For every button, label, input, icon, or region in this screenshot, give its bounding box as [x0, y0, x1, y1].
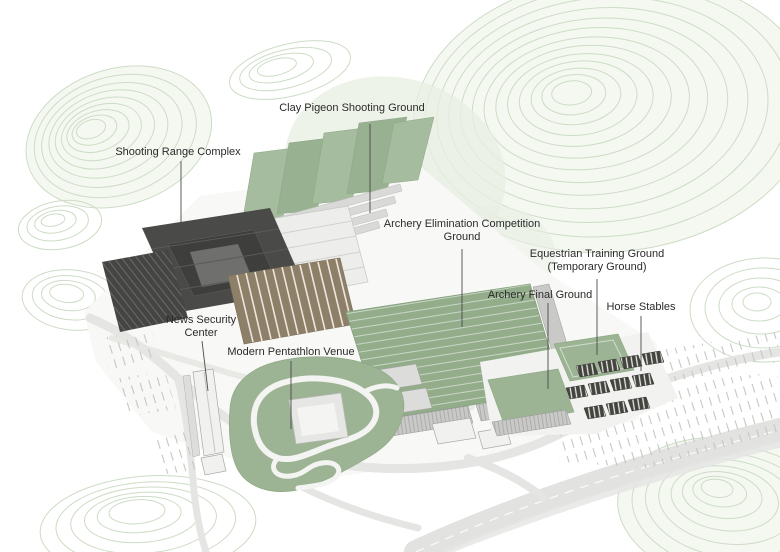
highway-frontage-lane [440, 440, 780, 552]
modern-pentathlon-venue-area [228, 356, 405, 492]
contour-bump-left [17, 199, 103, 251]
leader-line-news-security [201, 340, 209, 392]
contour-top-center [229, 40, 351, 100]
parking-lots [100, 331, 778, 475]
pentathlon-platform-inner [297, 403, 339, 436]
parking-lot-east-strip [660, 332, 778, 382]
news-security-center-buildings [182, 368, 227, 476]
horse-stables-area [565, 350, 665, 420]
shooting-range-complex-buildings [102, 205, 369, 345]
parking-lot-west-a [100, 331, 161, 369]
clay-pigeon-shooting-ground-area [241, 116, 435, 225]
contour-hill-top-left [25, 65, 213, 209]
parking-lot-west-b [113, 371, 176, 417]
archery-final-field [487, 368, 575, 425]
archery-final-ground-area [487, 368, 575, 437]
contour-hill-top-right [413, 0, 780, 254]
brown-roof-stripes [236, 258, 353, 343]
venue-south-connector [296, 482, 422, 532]
parking-lot-main [548, 372, 778, 468]
southwest-access-road [174, 376, 210, 552]
news-security-main-building [192, 368, 225, 457]
riding-track-spur [361, 383, 400, 395]
contour-hill-bottom-left [39, 475, 257, 552]
parking-lot-west-c [152, 431, 201, 475]
riding-track-tail [271, 455, 342, 491]
leader-lines [180, 124, 642, 429]
highway-ramp [464, 454, 548, 502]
